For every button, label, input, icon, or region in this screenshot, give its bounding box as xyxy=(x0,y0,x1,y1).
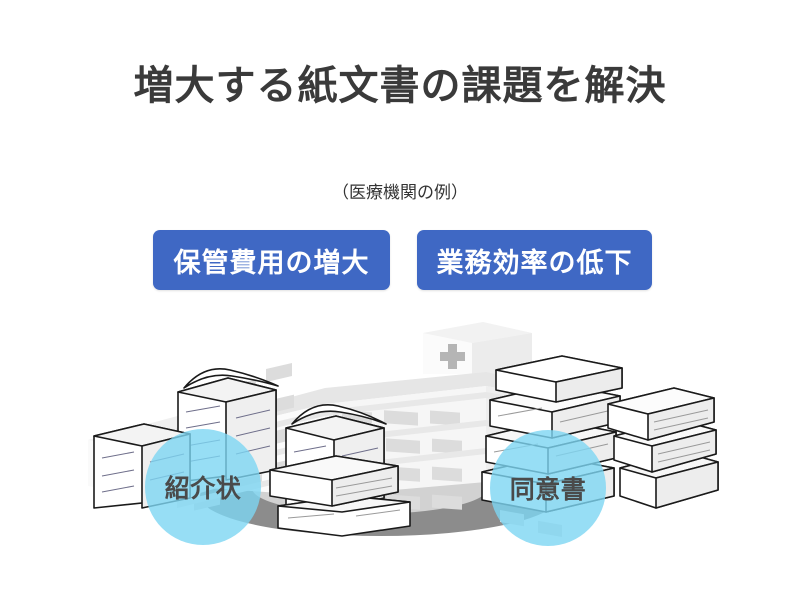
problem-pill-work-efficiency[interactable]: 業務効率の低下 xyxy=(417,230,652,290)
paper-stack-right-side xyxy=(607,387,719,509)
problem-pill-storage-cost[interactable]: 保管費用の増大 xyxy=(153,230,390,290)
hospital-floor-bands xyxy=(176,392,600,508)
page-title: 増大する紙文書の課題を解決 xyxy=(133,64,667,108)
document-badge-referral-letter[interactable]: 紹介状 xyxy=(145,429,261,545)
problem-pill-storage-cost-label: 保管費用の増大 xyxy=(173,247,370,278)
curled-sheet-left-right xyxy=(291,404,387,425)
hospital-rooftop-top xyxy=(423,322,532,343)
medical-cross xyxy=(440,344,465,369)
document-badge-consent-form[interactable]: 同意書 xyxy=(490,430,606,546)
subtitle-example-note: （医療機関の例） xyxy=(332,183,468,202)
curled-sheet-left-tall xyxy=(183,368,279,389)
document-badge-referral-letter-label: 紹介状 xyxy=(164,475,242,503)
problem-pill-work-efficiency-label: 業務効率の低下 xyxy=(436,247,633,278)
document-badge-consent-form-label: 同意書 xyxy=(509,476,587,504)
paper-stack-center-front xyxy=(269,455,411,537)
